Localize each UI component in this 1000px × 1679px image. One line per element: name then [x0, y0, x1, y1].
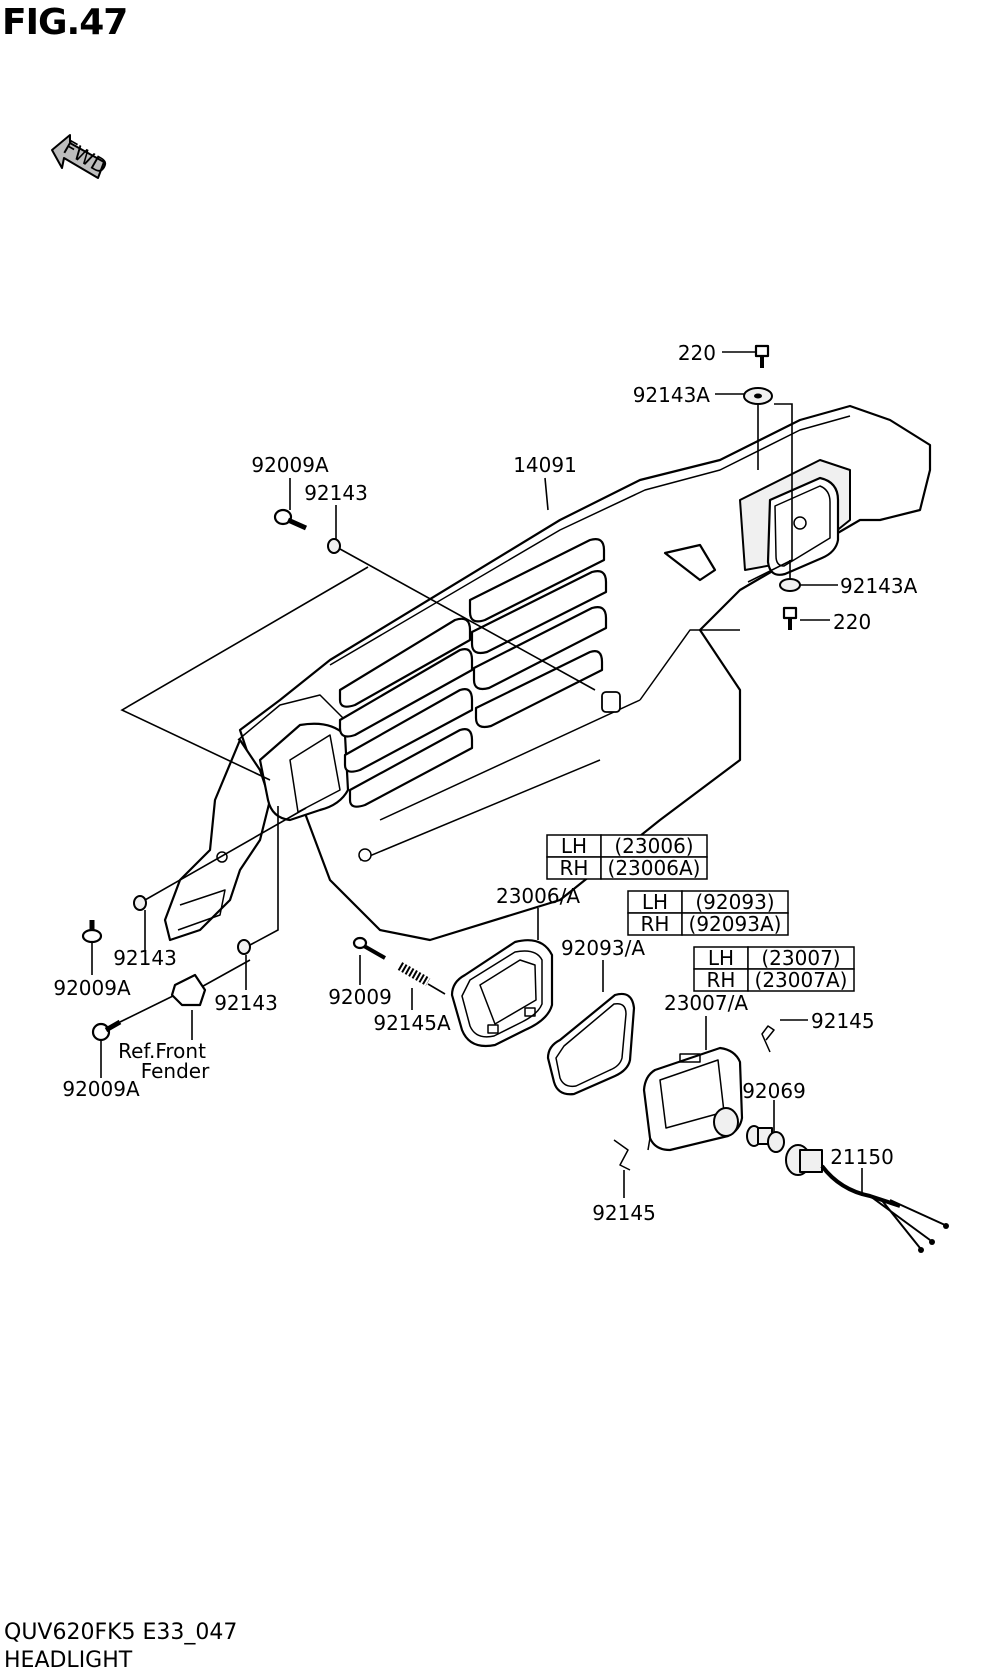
- label-ref-front: Ref.Front: [118, 1039, 206, 1063]
- bulb-92069: [746, 1125, 785, 1153]
- bolt-92009a-left: [81, 920, 103, 944]
- label-92143-left: 92143: [113, 946, 177, 970]
- screw-220-right: [782, 606, 798, 630]
- bolt-92009a-top: [273, 508, 308, 531]
- label-92009a-bottom: 92009A: [62, 1077, 140, 1101]
- table-23007-rh: RH: [707, 968, 736, 992]
- clip-92145-bottom: [613, 1139, 631, 1171]
- table-92093: LH (92093) RH (92093A): [627, 890, 789, 936]
- figure-title: FIG.47: [2, 2, 128, 43]
- label-92143a-top: 92143A: [633, 383, 711, 407]
- socket-harness-21150: [785, 1144, 949, 1253]
- grille-slats-right: [468, 538, 608, 729]
- washer-92143a-right: [779, 578, 801, 592]
- table-92093-rh-part: (92093A): [689, 912, 782, 936]
- table-23006-rh-part: (23006A): [608, 856, 701, 880]
- label-92009a-top: 92009A: [251, 453, 329, 477]
- label-92145-right: 92145: [811, 1009, 875, 1033]
- label-23007: 23007/A: [664, 991, 748, 1015]
- label-92009a-left: 92009A: [53, 976, 131, 1000]
- table-23007: LH (23007) RH (23007A): [693, 946, 855, 992]
- table-23007-rh-part: (23007A): [755, 968, 848, 992]
- front-fender-bracket: [170, 973, 207, 1007]
- label-92143a-right: 92143A: [840, 574, 918, 598]
- fwd-arrow-icon: FWD: [51, 134, 112, 179]
- leader-lines: [91, 351, 863, 1198]
- table-92093-lh: LH: [642, 890, 668, 914]
- label-ref-fender: Fender: [141, 1059, 210, 1083]
- label-92093: 92093/A: [561, 936, 645, 960]
- screw-220-top: [754, 344, 770, 368]
- fwd-label: FWD: [59, 135, 111, 179]
- part-labels: 220 92143A 92009A 14091 92143 92143A 220…: [53, 341, 917, 1225]
- headlight-unit-23007: [642, 1046, 744, 1152]
- footer-model-code: QUV620FK5 E33_047: [4, 1620, 238, 1645]
- fasteners: [81, 344, 801, 1042]
- bolt-92009a-bottom: [91, 1019, 122, 1042]
- table-92093-lh-part: (92093): [695, 890, 774, 914]
- label-92145a: 92145A: [373, 1011, 451, 1035]
- table-23006-rh: RH: [560, 856, 589, 880]
- grille-slats-left: [338, 617, 474, 808]
- label-92009: 92009: [328, 985, 392, 1009]
- table-23007-lh: LH: [708, 946, 734, 970]
- label-23006: 23006/A: [496, 884, 580, 908]
- table-23006-lh: LH: [561, 834, 587, 858]
- label-220-right: 220: [833, 610, 871, 634]
- spring-92145a: [397, 962, 431, 986]
- label-14091: 14091: [513, 453, 577, 477]
- washer-92143-mid: [237, 939, 251, 955]
- washer-92143-left: [133, 895, 147, 911]
- table-23006: LH (23006) RH (23006A): [546, 834, 708, 880]
- label-92143-top: 92143: [304, 481, 368, 505]
- headlight-frame-23006: [450, 939, 554, 1048]
- table-23006-lh-part: (23006): [614, 834, 693, 858]
- label-92143-mid: 92143: [214, 991, 278, 1015]
- clip-92145-right: [761, 1025, 775, 1053]
- table-92093-rh: RH: [641, 912, 670, 936]
- table-23007-lh-part: (23007): [761, 946, 840, 970]
- footer-section-name: HEADLIGHT: [4, 1648, 133, 1673]
- label-92069: 92069: [742, 1079, 806, 1103]
- label-21150: 21150: [830, 1145, 894, 1169]
- seal-92093: [546, 992, 636, 1096]
- screw-92009: [352, 936, 386, 960]
- label-220-top: 220: [678, 341, 716, 365]
- washer-92143-top: [327, 538, 341, 554]
- front-panel-14091: [163, 404, 932, 942]
- label-92145-bottom: 92145: [592, 1201, 656, 1225]
